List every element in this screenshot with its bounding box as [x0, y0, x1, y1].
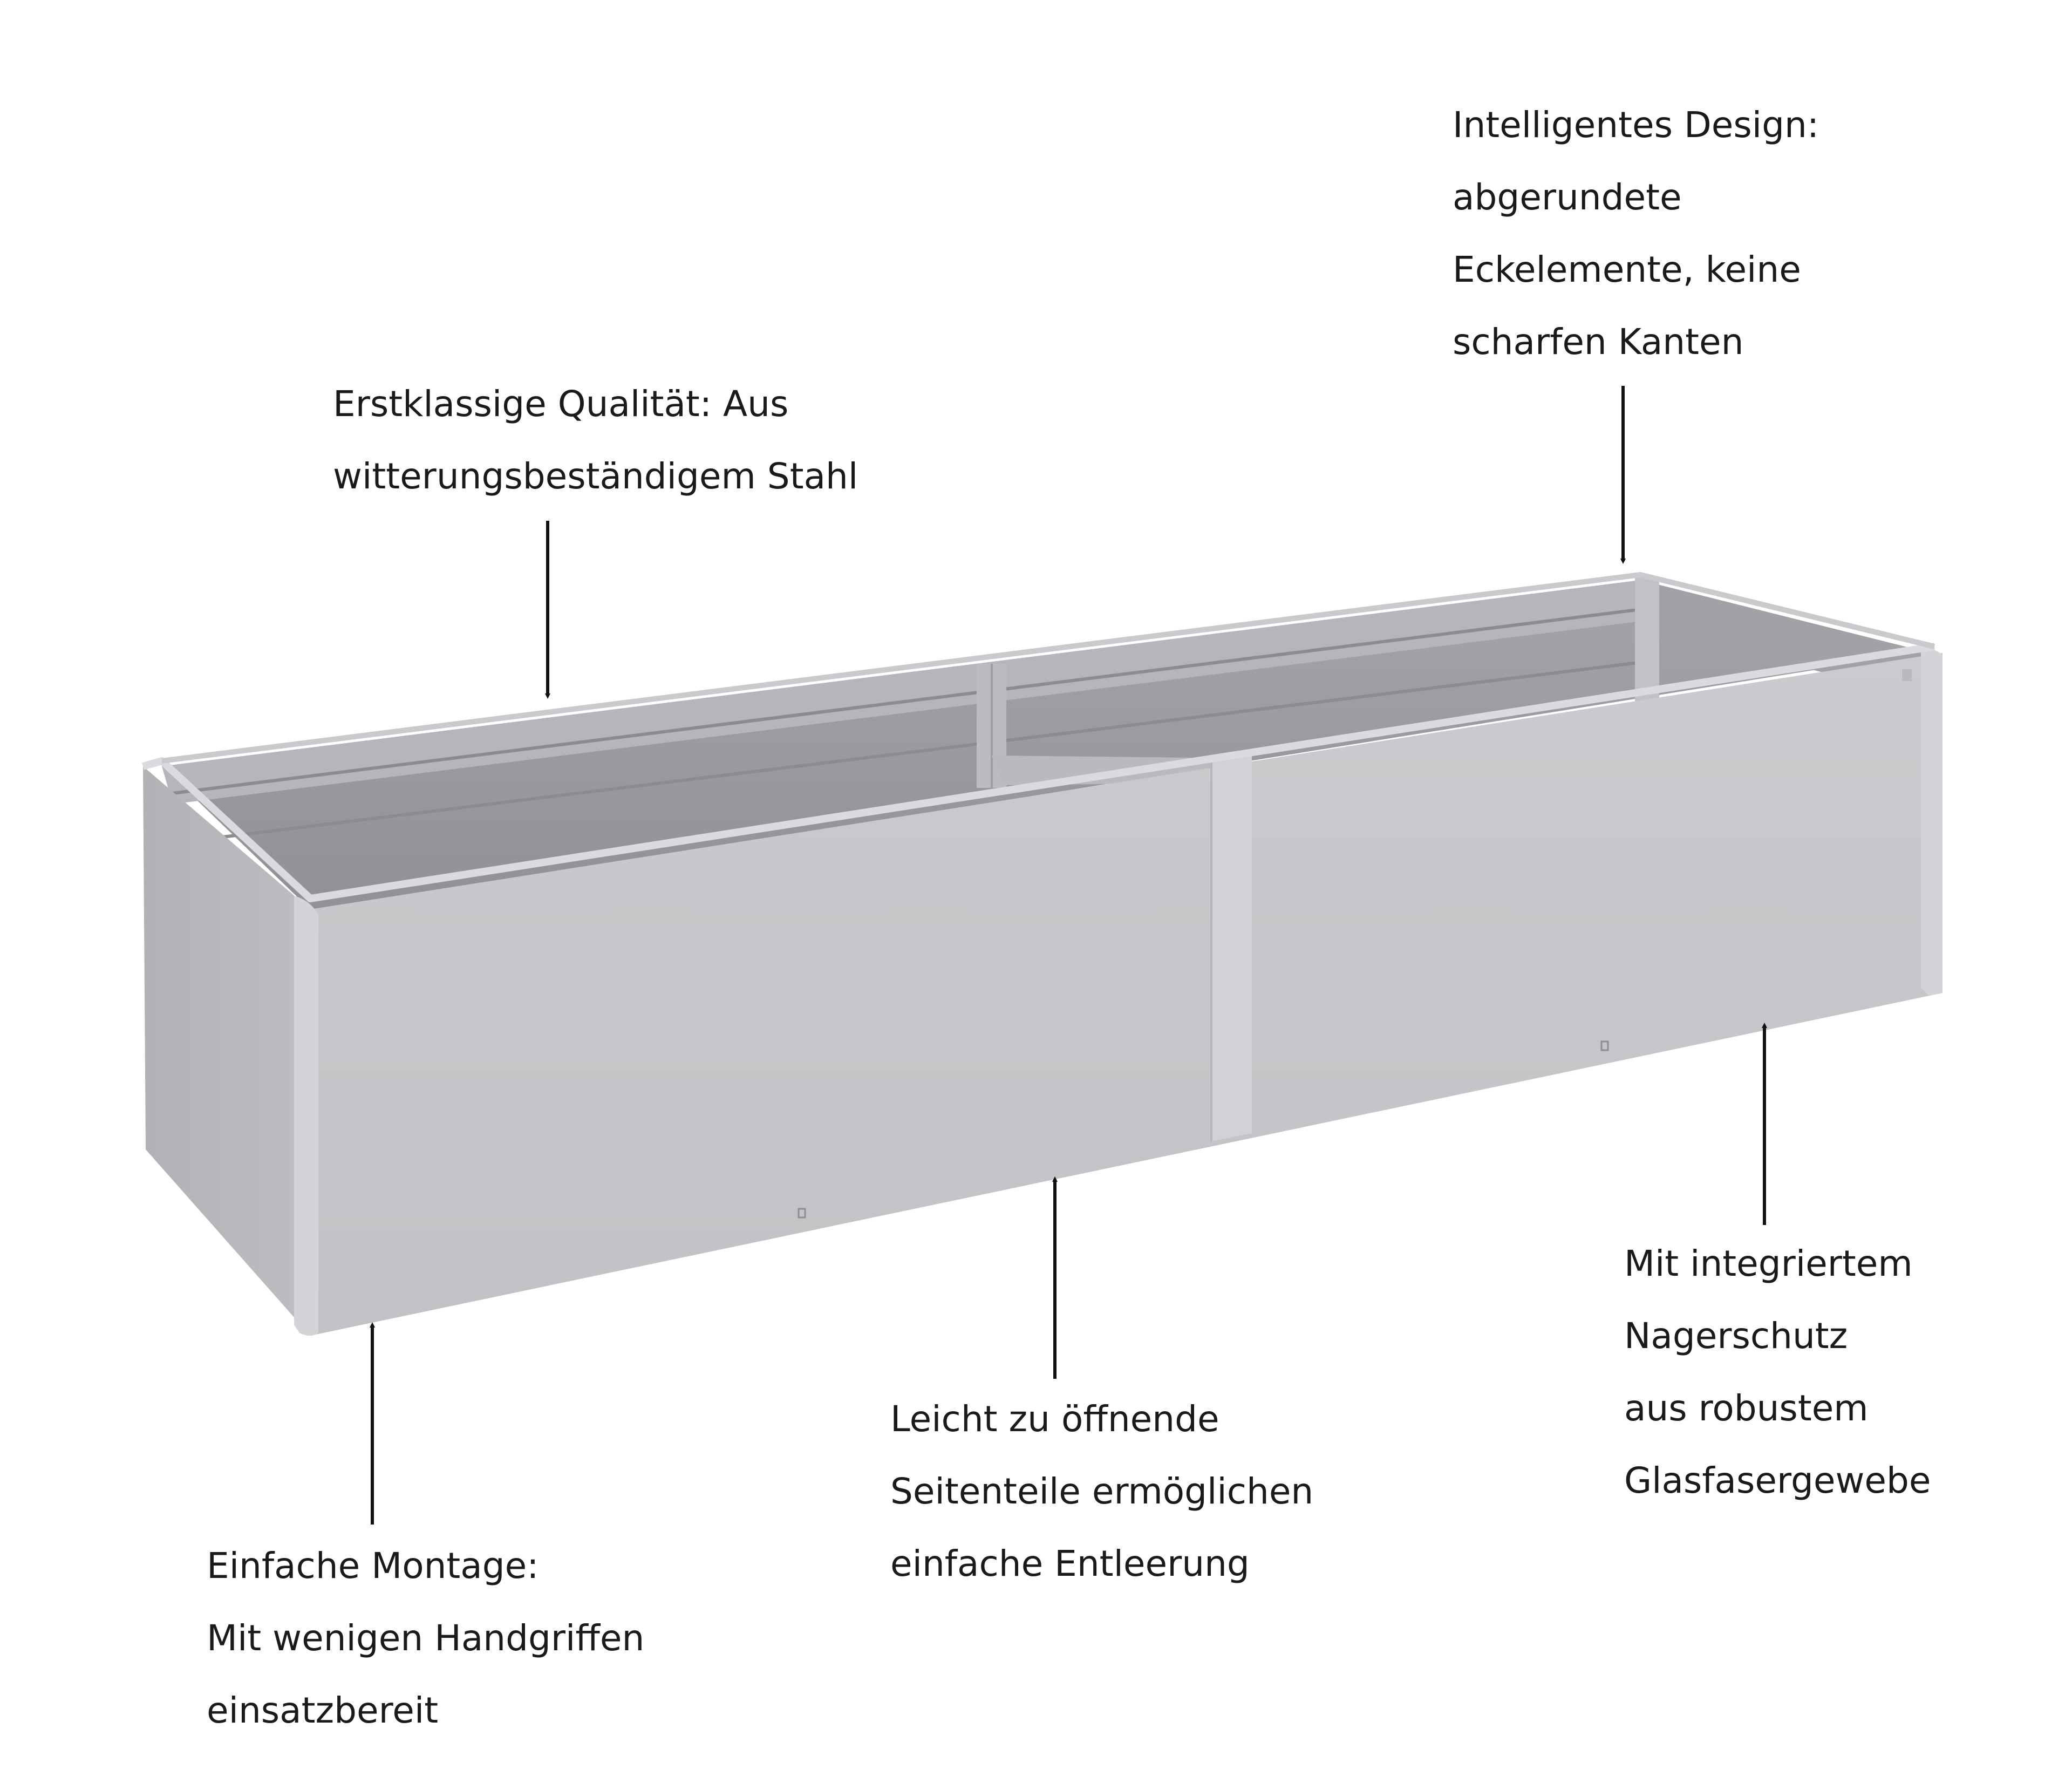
callout-design-line: abgerundete — [1453, 176, 1682, 218]
bed-front-left-corner — [294, 896, 318, 1336]
callout-mount: Einfache Montage: Mit wenigen Handgriffe… — [207, 1530, 644, 1747]
callout-design-line: Eckelemente, keine — [1453, 249, 1801, 290]
callout-empty-line: Leicht zu öffnende — [890, 1398, 1219, 1440]
bed-hardware-mark-front — [798, 1208, 806, 1219]
bed-front-seam — [1211, 753, 1252, 1141]
callout-empty: Leicht zu öffnende Seitenteile ermöglich… — [890, 1383, 1313, 1600]
callout-mount-line: einsatzbereit — [207, 1690, 439, 1731]
callout-mount-line: Mit wenigen Handgriffen — [207, 1617, 645, 1659]
callout-rodent-line: aus robustem — [1624, 1387, 1869, 1429]
bed-back-rim — [161, 572, 1935, 764]
bed-top-rim — [142, 643, 1935, 902]
callout-quality-line: Erstklassige Qualität: Aus — [333, 383, 789, 425]
callout-quality: Erstklassige Qualität: Aus witterungsbes… — [333, 368, 858, 513]
callout-rodent-line: Glasfasergewebe — [1624, 1460, 1931, 1501]
callout-design-line: Intelligentes Design: — [1453, 104, 1819, 146]
callout-rodent: Mit integriertem Nagerschutz aus robuste… — [1624, 1228, 1931, 1517]
callout-rodent-line: Mit integriertem — [1624, 1243, 1913, 1284]
callout-quality-line: witterungsbeständigem Stahl — [333, 455, 858, 497]
bed-left-side-wall — [143, 766, 310, 1336]
callout-rodent-line: Nagerschutz — [1624, 1315, 1848, 1357]
bed-inner-back-wall — [162, 580, 1926, 912]
bed-corner-badge — [1902, 669, 1912, 681]
bed-front-wall — [310, 653, 1942, 1336]
bed-back-corner-post — [1635, 577, 1659, 702]
bed-inner-rib-mid — [183, 659, 1652, 843]
callout-design-line: scharfen Kanten — [1453, 321, 1744, 363]
callout-mount-line: Einfache Montage: — [207, 1545, 539, 1587]
callout-design: Intelligentes Design: abgerundete Eckele… — [1453, 89, 1819, 378]
callout-empty-line: einfache Entleerung — [890, 1543, 1250, 1584]
bed-front-right-corner — [1921, 649, 1942, 996]
callout-empty-line: Seitenteile ermöglichen — [890, 1471, 1314, 1512]
bed-inner-rib-top — [172, 607, 1646, 795]
bed-hardware-mark-right — [1600, 1040, 1609, 1051]
